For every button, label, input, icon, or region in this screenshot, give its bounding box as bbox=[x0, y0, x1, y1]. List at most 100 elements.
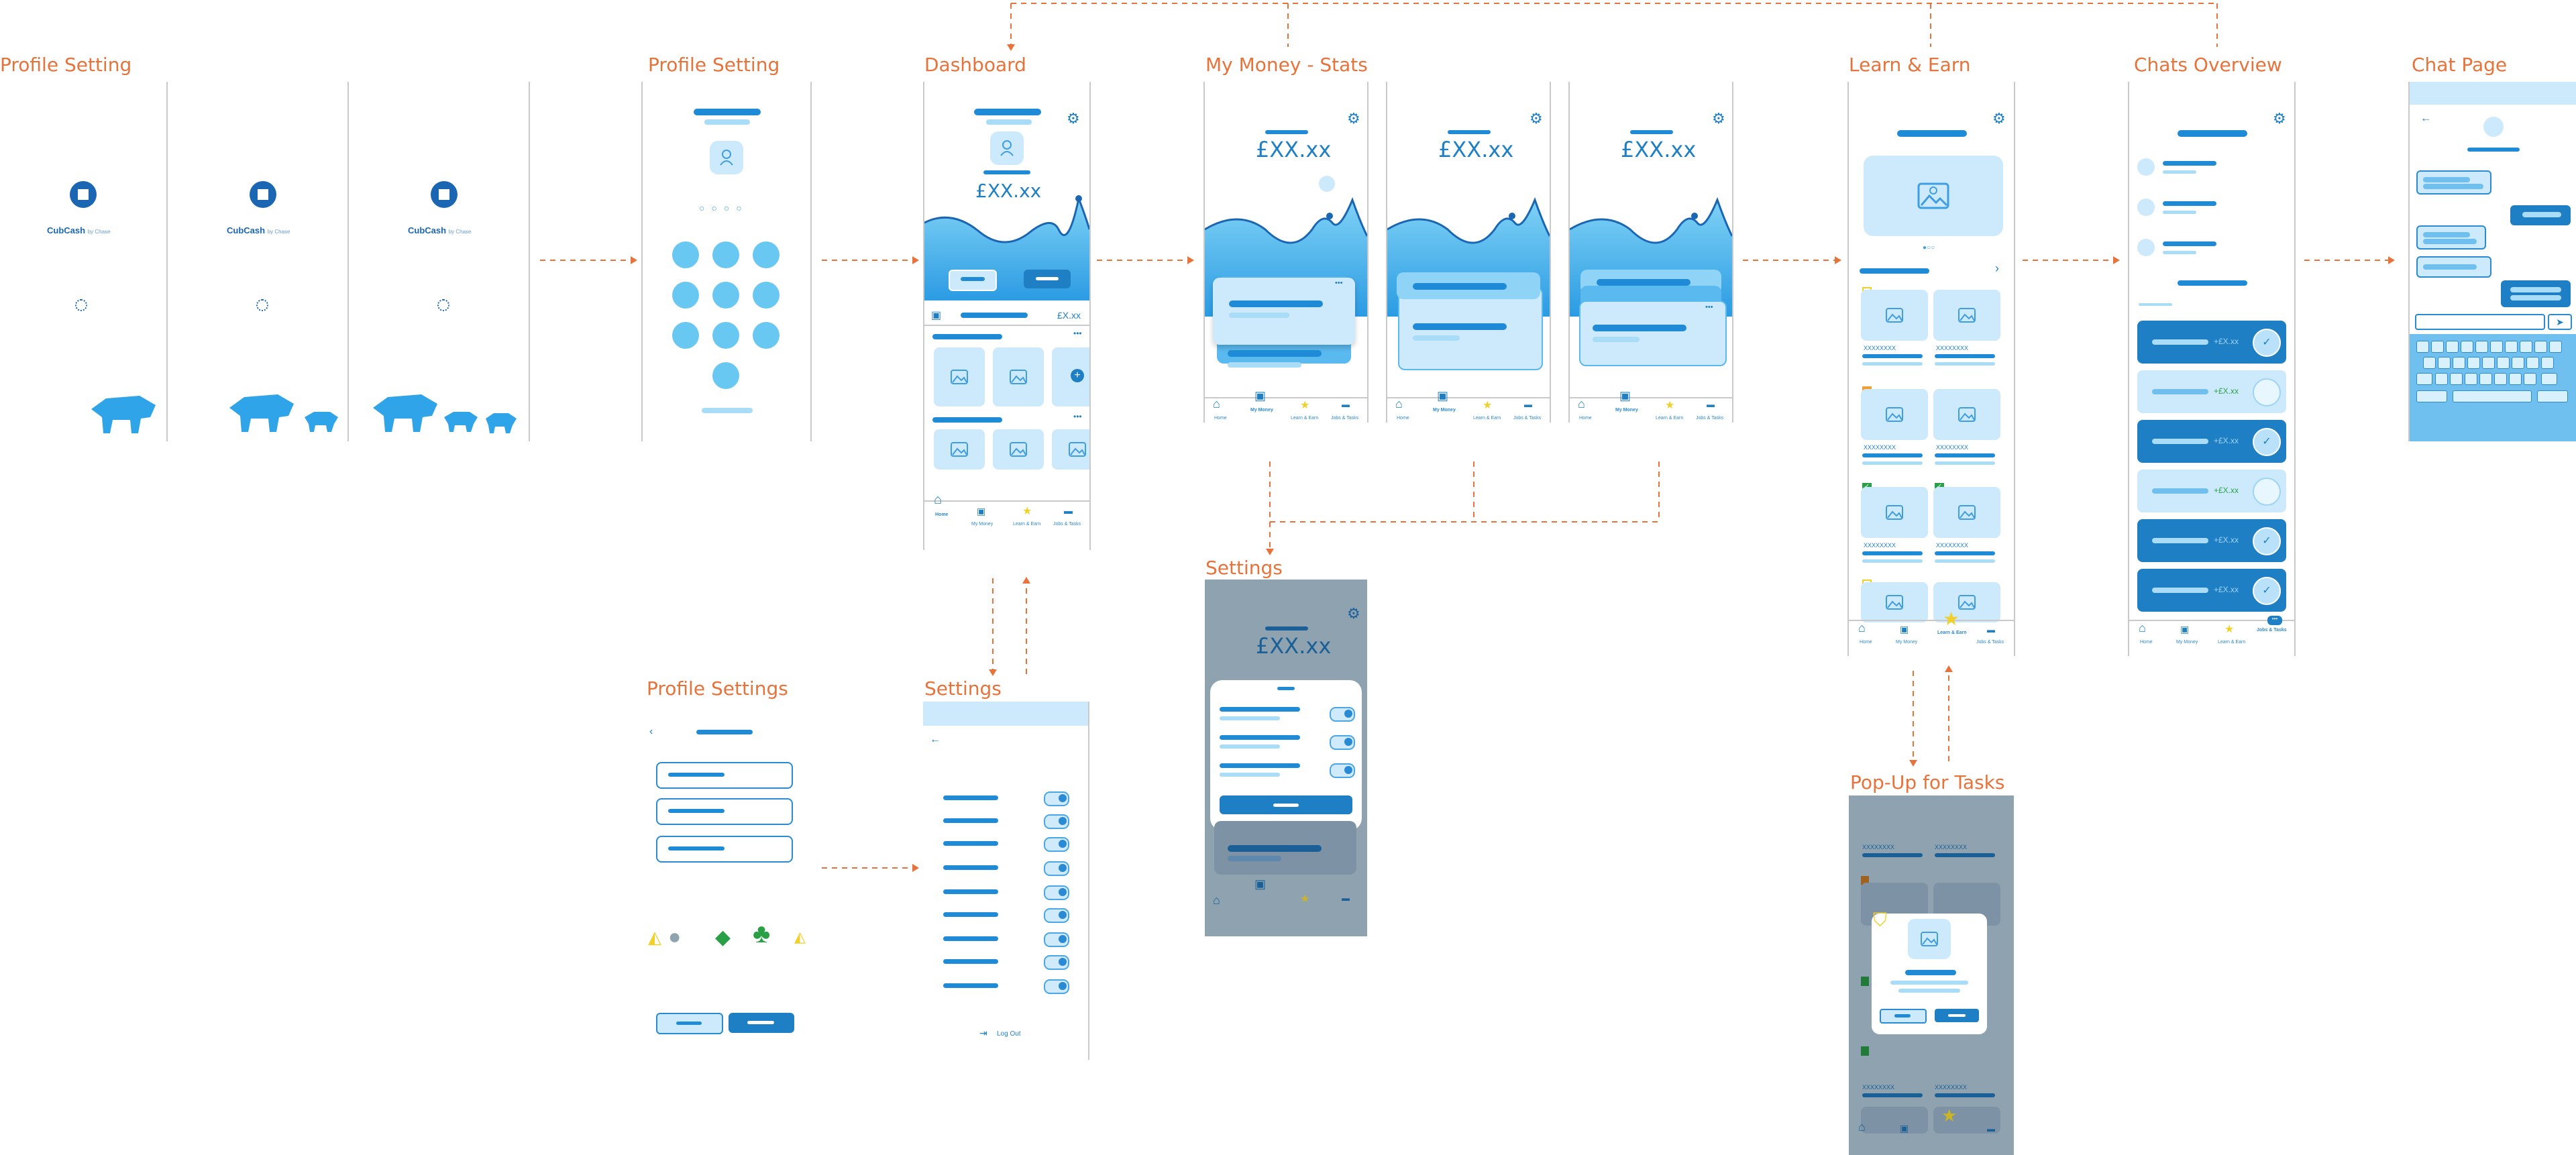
home-icon[interactable]: ⌂ bbox=[1858, 621, 1866, 635]
gear-icon[interactable]: ⚙ bbox=[1347, 605, 1360, 622]
username-field[interactable] bbox=[656, 798, 793, 825]
nav-learn-earn-label[interactable]: Learn & Earn bbox=[2218, 640, 2246, 645]
nav-learn-earn-label[interactable]: Learn & Earn bbox=[1656, 416, 1684, 421]
avatar-option-dragon-icon[interactable]: ♣ bbox=[753, 919, 771, 948]
stat-card-collapsed[interactable] bbox=[1397, 272, 1540, 299]
check-icon[interactable]: ✓ bbox=[2253, 428, 2281, 456]
task-item[interactable]: +£X.xx bbox=[2137, 470, 2286, 512]
send-icon[interactable]: ➤ bbox=[2548, 314, 2572, 330]
chat-icon[interactable]: ▬ bbox=[1524, 400, 1532, 409]
keypad-key[interactable] bbox=[753, 241, 780, 268]
dismiss-button[interactable] bbox=[1880, 1009, 1927, 1024]
forgot-pin-link[interactable] bbox=[702, 408, 753, 413]
home-icon[interactable]: ⌂ bbox=[1213, 893, 1220, 907]
add-card[interactable]: + bbox=[1052, 347, 1089, 406]
task-item[interactable]: +£X.xx✓ bbox=[2137, 321, 2286, 364]
learn-card[interactable] bbox=[934, 347, 985, 406]
nav-my-money-label[interactable]: My Money bbox=[1896, 640, 1918, 645]
home-icon[interactable]: ⌂ bbox=[1213, 397, 1220, 410]
chat-icon[interactable]: ▬ bbox=[1342, 893, 1350, 903]
keypad-key[interactable] bbox=[712, 241, 739, 268]
task-item[interactable]: +£X.xx✓ bbox=[2137, 519, 2286, 562]
home-icon[interactable]: ⌂ bbox=[1858, 1120, 1866, 1134]
chat-icon[interactable]: ▬ bbox=[1707, 400, 1715, 409]
keypad-key[interactable] bbox=[672, 322, 699, 349]
gear-icon[interactable]: ⚙ bbox=[1992, 110, 2006, 127]
chevron-right-icon[interactable]: › bbox=[1995, 262, 1999, 275]
gear-icon[interactable]: ⚙ bbox=[1347, 110, 1360, 127]
nav-learn-earn-label[interactable]: Learn & Earn bbox=[1937, 630, 1967, 635]
avatar-option-turtle-icon[interactable]: ◆ bbox=[715, 926, 731, 948]
setting-toggle[interactable] bbox=[1044, 837, 1069, 852]
nav-jobs-tasks-label[interactable]: Jobs & Tasks bbox=[2257, 628, 2287, 632]
tab-indicator[interactable] bbox=[2139, 303, 2172, 306]
name-field[interactable] bbox=[656, 762, 793, 789]
home-icon[interactable]: ⌂ bbox=[1578, 397, 1585, 410]
logout-icon[interactable]: ⇥ bbox=[979, 1028, 987, 1038]
nav-jobs-tasks-label[interactable]: Jobs & Tasks bbox=[1696, 416, 1724, 421]
back-icon[interactable]: ‹ bbox=[649, 726, 653, 737]
bookmark-icon[interactable]: ⛉ bbox=[1873, 910, 1888, 930]
cancel-button[interactable] bbox=[656, 1013, 723, 1034]
learn-item-thumb[interactable] bbox=[1933, 487, 2000, 538]
nav-home-label[interactable]: Home bbox=[935, 512, 949, 517]
gear-icon[interactable]: ⚙ bbox=[1067, 110, 1080, 127]
setting-toggle[interactable] bbox=[1330, 763, 1355, 778]
setting-toggle[interactable] bbox=[1044, 814, 1069, 829]
learn-item-thumb[interactable] bbox=[1933, 389, 2000, 440]
nav-my-money-label[interactable]: My Money bbox=[1250, 408, 1273, 412]
nav-home-label[interactable]: Home bbox=[1397, 416, 1409, 421]
keypad-key[interactable] bbox=[672, 282, 699, 309]
nav-home-label[interactable]: Home bbox=[2140, 640, 2153, 645]
nav-jobs-tasks-label[interactable]: Jobs & Tasks bbox=[1053, 522, 1081, 527]
task-item[interactable]: +£X.xx✓ bbox=[2137, 569, 2286, 612]
star-icon[interactable]: ★ bbox=[2224, 624, 2235, 635]
keypad-key[interactable] bbox=[712, 282, 739, 309]
setting-toggle[interactable] bbox=[1044, 791, 1069, 806]
task-card[interactable] bbox=[993, 429, 1044, 470]
nav-jobs-tasks-label[interactable]: Jobs & Tasks bbox=[1513, 416, 1542, 421]
save-button[interactable] bbox=[729, 1013, 794, 1033]
home-icon[interactable]: ⌂ bbox=[2139, 621, 2146, 635]
star-icon[interactable]: ★ bbox=[1943, 608, 1960, 629]
star-icon[interactable]: ★ bbox=[1300, 400, 1310, 411]
email-field[interactable] bbox=[656, 836, 793, 863]
avatar[interactable] bbox=[2137, 199, 2155, 216]
task-item[interactable]: +£X.xx bbox=[2137, 370, 2286, 413]
wallet-icon[interactable]: ▣ bbox=[1900, 1123, 1909, 1134]
drag-handle[interactable] bbox=[1277, 687, 1295, 690]
avatar-option-chick-icon[interactable]: ◭ bbox=[648, 927, 661, 947]
more-icon[interactable]: ••• bbox=[1073, 329, 1082, 338]
avatar[interactable] bbox=[2137, 158, 2155, 176]
accept-button[interactable] bbox=[1935, 1009, 1979, 1022]
chat-icon[interactable]: ••• bbox=[2267, 616, 2282, 625]
avatar[interactable] bbox=[990, 131, 1024, 165]
chat-icon[interactable]: ▬ bbox=[1064, 506, 1073, 516]
back-arrow-icon[interactable]: ← bbox=[2420, 113, 2431, 124]
check-icon[interactable]: ✓ bbox=[2253, 329, 2281, 357]
star-icon[interactable]: ★ bbox=[1022, 506, 1032, 517]
save-button[interactable] bbox=[1220, 795, 1352, 814]
keypad-key[interactable] bbox=[753, 282, 780, 309]
star-icon[interactable]: ★ bbox=[1300, 893, 1310, 905]
learn-item-thumb[interactable] bbox=[1861, 290, 1928, 341]
gear-icon[interactable]: ⚙ bbox=[2273, 110, 2286, 127]
check-icon[interactable]: ✓ bbox=[2253, 577, 2281, 605]
setting-toggle[interactable] bbox=[1044, 885, 1069, 900]
wallet-icon[interactable]: ▣ bbox=[1900, 624, 1909, 635]
wallet-icon[interactable]: ▣ bbox=[1437, 389, 1449, 402]
request-button[interactable] bbox=[1024, 270, 1071, 288]
learn-item-thumb[interactable] bbox=[1933, 290, 2000, 341]
keypad-key[interactable] bbox=[712, 322, 739, 349]
nav-home-label[interactable]: Home bbox=[1860, 640, 1872, 645]
chat-icon[interactable]: ▬ bbox=[1342, 400, 1350, 409]
setting-toggle[interactable] bbox=[1044, 861, 1069, 876]
wallet-icon[interactable]: ▣ bbox=[1254, 877, 1267, 891]
circle-icon[interactable] bbox=[2253, 378, 2281, 406]
nav-my-money-label[interactable]: My Money bbox=[1615, 408, 1638, 412]
nav-jobs-tasks-label[interactable]: Jobs & Tasks bbox=[1976, 640, 2004, 645]
nav-my-money-label[interactable]: My Money bbox=[971, 522, 994, 527]
wallet-icon[interactable]: ▣ bbox=[1254, 389, 1267, 402]
wallet-icon[interactable]: ▣ bbox=[1619, 389, 1631, 402]
task-card[interactable] bbox=[1052, 429, 1089, 470]
